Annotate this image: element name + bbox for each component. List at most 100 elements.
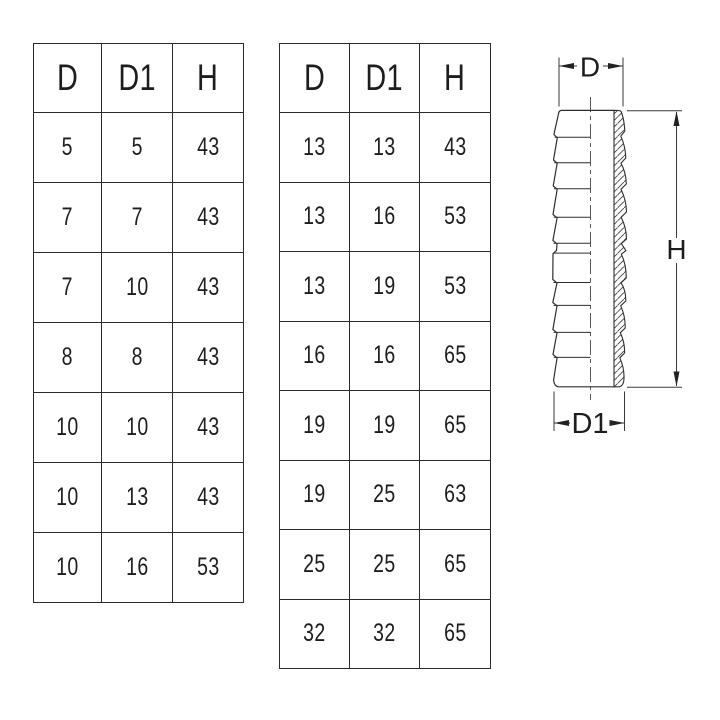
cell-value: 10: [56, 553, 79, 581]
table-row: 25 25 65: [279, 529, 491, 600]
arrowhead-right-icon: [608, 63, 623, 69]
table-cell: 43: [172, 252, 244, 323]
table-cell: 65: [419, 390, 491, 461]
table-cell: 13: [101, 462, 173, 533]
table-cell: 19: [349, 251, 420, 322]
table-cell: 43: [172, 112, 244, 183]
cell-value: 19: [373, 271, 396, 300]
table-cell: 19: [279, 390, 350, 461]
table-row: 10 13 43: [33, 462, 244, 533]
cell-value: 8: [61, 343, 74, 371]
table-row: 8 8 43: [33, 322, 244, 393]
header-label: D1: [365, 57, 404, 98]
table-cell: 43: [172, 182, 244, 253]
cell-value: 65: [443, 341, 467, 370]
table-cell: 25: [349, 459, 420, 530]
cell-value: 43: [196, 343, 220, 371]
header-label: H: [444, 57, 466, 98]
table-cell: 7: [33, 252, 102, 323]
table-cell: 7: [33, 182, 102, 253]
cell-value: 43: [196, 203, 220, 231]
cell-value: 13: [303, 202, 326, 231]
cell-value: 25: [373, 549, 396, 578]
table-cell: 10: [33, 392, 102, 463]
table-cell: 5: [33, 112, 102, 183]
table-cell: 10: [33, 462, 102, 533]
table-cell: 10: [101, 392, 173, 463]
cell-value: 63: [443, 480, 467, 509]
column-header-d: D: [279, 43, 350, 113]
table-row: 7 10 43: [33, 252, 244, 323]
dim-d-label: D: [580, 52, 600, 83]
barb-profile-outline: [552, 109, 616, 388]
cell-value: 13: [303, 132, 326, 161]
table-cell: 19: [279, 459, 350, 530]
cell-value: 7: [61, 273, 74, 301]
cell-value: 16: [373, 202, 396, 231]
table-row: 10 16 53: [33, 532, 244, 603]
table-cell: 32: [349, 598, 420, 669]
cell-value: 13: [303, 271, 326, 300]
cell-value: 10: [56, 483, 79, 511]
table-cell: 13: [279, 251, 350, 322]
table-row: 13 16 53: [279, 181, 491, 252]
cell-value: 53: [443, 271, 467, 300]
table-cell: 65: [419, 598, 491, 669]
table-cell: 25: [349, 529, 420, 600]
table-row: 16 16 65: [279, 320, 491, 391]
table-cell: 16: [349, 320, 420, 391]
cell-value: 53: [443, 202, 467, 231]
cell-value: 19: [303, 480, 326, 509]
table-row: 10 10 43: [33, 392, 244, 463]
column-header-d1: D1: [349, 43, 420, 113]
table-cell: 13: [349, 112, 420, 183]
cell-value: 7: [131, 203, 143, 231]
column-header-h: H: [172, 43, 244, 113]
cell-value: 43: [196, 273, 220, 301]
table-cell: 16: [101, 532, 173, 603]
cell-value: 25: [373, 480, 396, 509]
table-cell: 53: [419, 181, 491, 252]
table-cell: 53: [172, 532, 244, 603]
cell-value: 43: [443, 132, 467, 161]
cell-value: 43: [196, 133, 220, 161]
cell-value: 8: [131, 343, 143, 371]
table-cell: 16: [279, 320, 350, 391]
cell-value: 13: [373, 132, 396, 161]
cell-value: 53: [196, 553, 220, 581]
cell-value: 13: [125, 483, 149, 511]
table-cell: 43: [172, 322, 244, 393]
arrowhead-down-icon: [673, 371, 680, 387]
cell-value: 65: [443, 410, 467, 439]
cell-value: 7: [61, 203, 74, 231]
table-cell: 19: [349, 390, 420, 461]
cell-value: 43: [196, 483, 220, 511]
cell-value: 32: [303, 619, 326, 648]
cell-value: 16: [125, 553, 149, 581]
table-cell: 8: [33, 322, 102, 393]
cell-value: 16: [373, 341, 396, 370]
cell-value: 19: [373, 410, 396, 439]
dim-h-label: H: [666, 234, 686, 265]
table-cell: 53: [419, 251, 491, 322]
table-row: 13 13 43: [279, 112, 491, 183]
table-cell: 13: [279, 112, 350, 183]
dimension-d: [558, 57, 624, 107]
cell-value: 25: [303, 549, 326, 578]
barb-ridge-lines: [553, 136, 591, 358]
cell-value: 16: [303, 341, 326, 370]
table-row: 19 25 63: [279, 459, 491, 530]
table-cell: 13: [279, 181, 350, 252]
column-header-d1: D1: [101, 43, 173, 113]
table-row: 13 19 53: [279, 251, 491, 322]
cell-value: 65: [443, 619, 467, 648]
header-label: D1: [118, 57, 156, 98]
header-label: D: [56, 57, 79, 98]
cell-value: 19: [303, 410, 326, 439]
cell-value: 5: [61, 133, 74, 161]
table-row: 19 19 65: [279, 390, 491, 461]
table-cell: 10: [101, 252, 173, 323]
table-cell: 43: [172, 392, 244, 463]
table-cell: 10: [33, 532, 102, 603]
